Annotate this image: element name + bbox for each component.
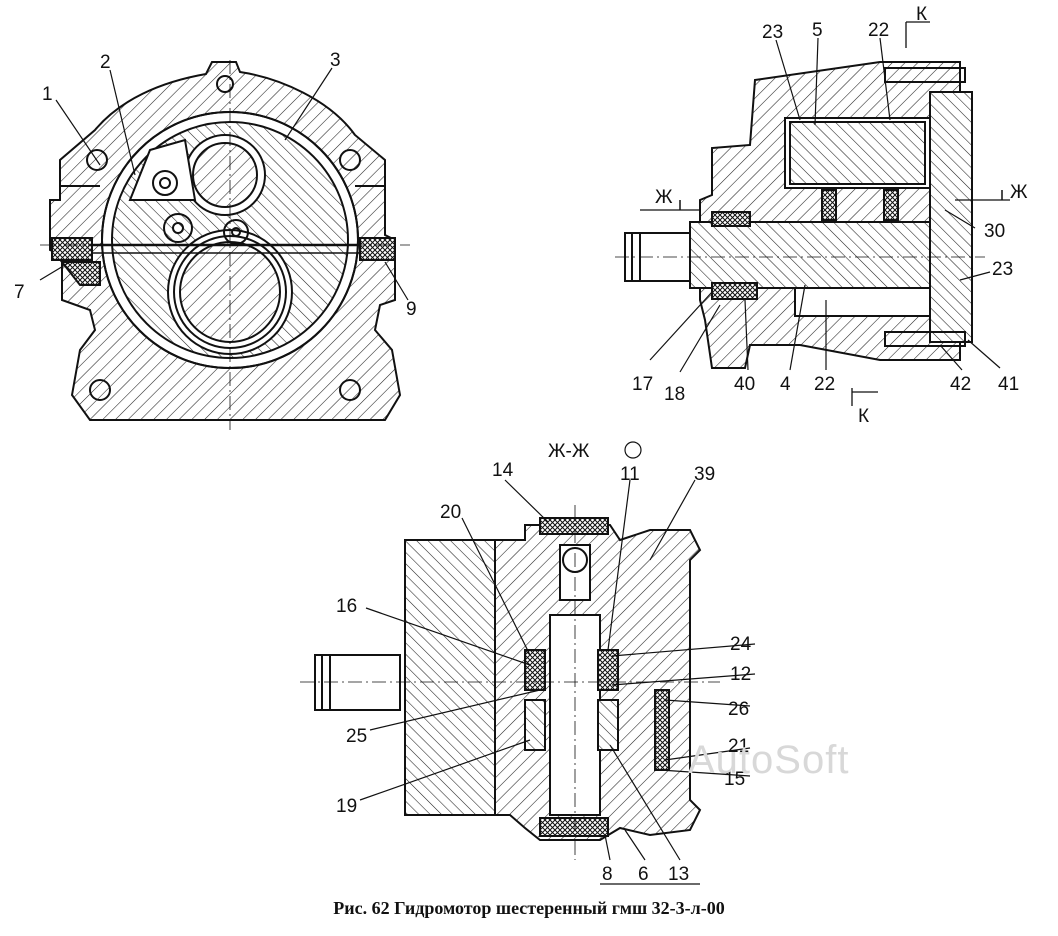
callout-41: 41 [998,374,1019,395]
section-mark-zh-right: Ж [1010,182,1028,203]
callout-30: 30 [984,221,1005,242]
callout-16: 16 [336,596,357,617]
callout-23-top: 23 [762,22,783,43]
callout-24: 24 [730,634,752,655]
watermark: AutoSoft [688,738,850,782]
callout-42: 42 [950,374,971,395]
figure-caption: Рис. 62 Гидромотор шестеренный гмш 32-3-… [333,898,725,918]
side-section-leaders [649,37,1001,373]
section-title-zh-zh: Ж-Ж [548,441,590,462]
callout-22-bottom: 22 [814,374,835,395]
section-mark-k-top: К [916,4,927,25]
callout-numbers: 1 2 3 7 9 23 5 22 30 23 17 18 40 4 22 42… [14,20,1019,885]
callout-19: 19 [336,796,357,817]
callout-4: 4 [780,374,791,395]
callout-40: 40 [734,374,755,395]
callout-12: 12 [730,664,751,685]
callout-5: 5 [812,20,823,41]
callout-25: 25 [346,726,367,747]
section-zh-leaders [359,479,756,885]
front-view [40,60,410,430]
callout-26: 26 [728,699,749,720]
callout-9: 9 [406,299,417,320]
callout-7: 7 [14,282,25,303]
callout-18: 18 [664,384,685,405]
callout-14: 14 [492,460,514,481]
side-section [615,21,1010,406]
callout-20: 20 [440,502,461,523]
section-mark-zh-left: Ж [655,187,673,208]
callout-1: 1 [42,84,53,105]
callout-23-right: 23 [992,259,1013,280]
callout-15: 15 [724,769,745,790]
callout-39: 39 [694,464,715,485]
callout-22-top: 22 [868,20,889,41]
callout-8: 8 [602,864,613,885]
section-marks: Ж Ж К К Ж-Ж [548,4,1028,462]
front-view-leaders [39,67,409,301]
callout-21: 21 [728,736,749,757]
section-zh-zh [300,441,720,860]
section-mark-k-bottom: К [858,406,869,427]
callout-3: 3 [330,50,341,71]
callout-17: 17 [632,374,653,395]
callout-13: 13 [668,864,689,885]
callout-6: 6 [638,864,649,885]
callout-2: 2 [100,52,111,73]
callout-11: 11 [620,464,640,485]
